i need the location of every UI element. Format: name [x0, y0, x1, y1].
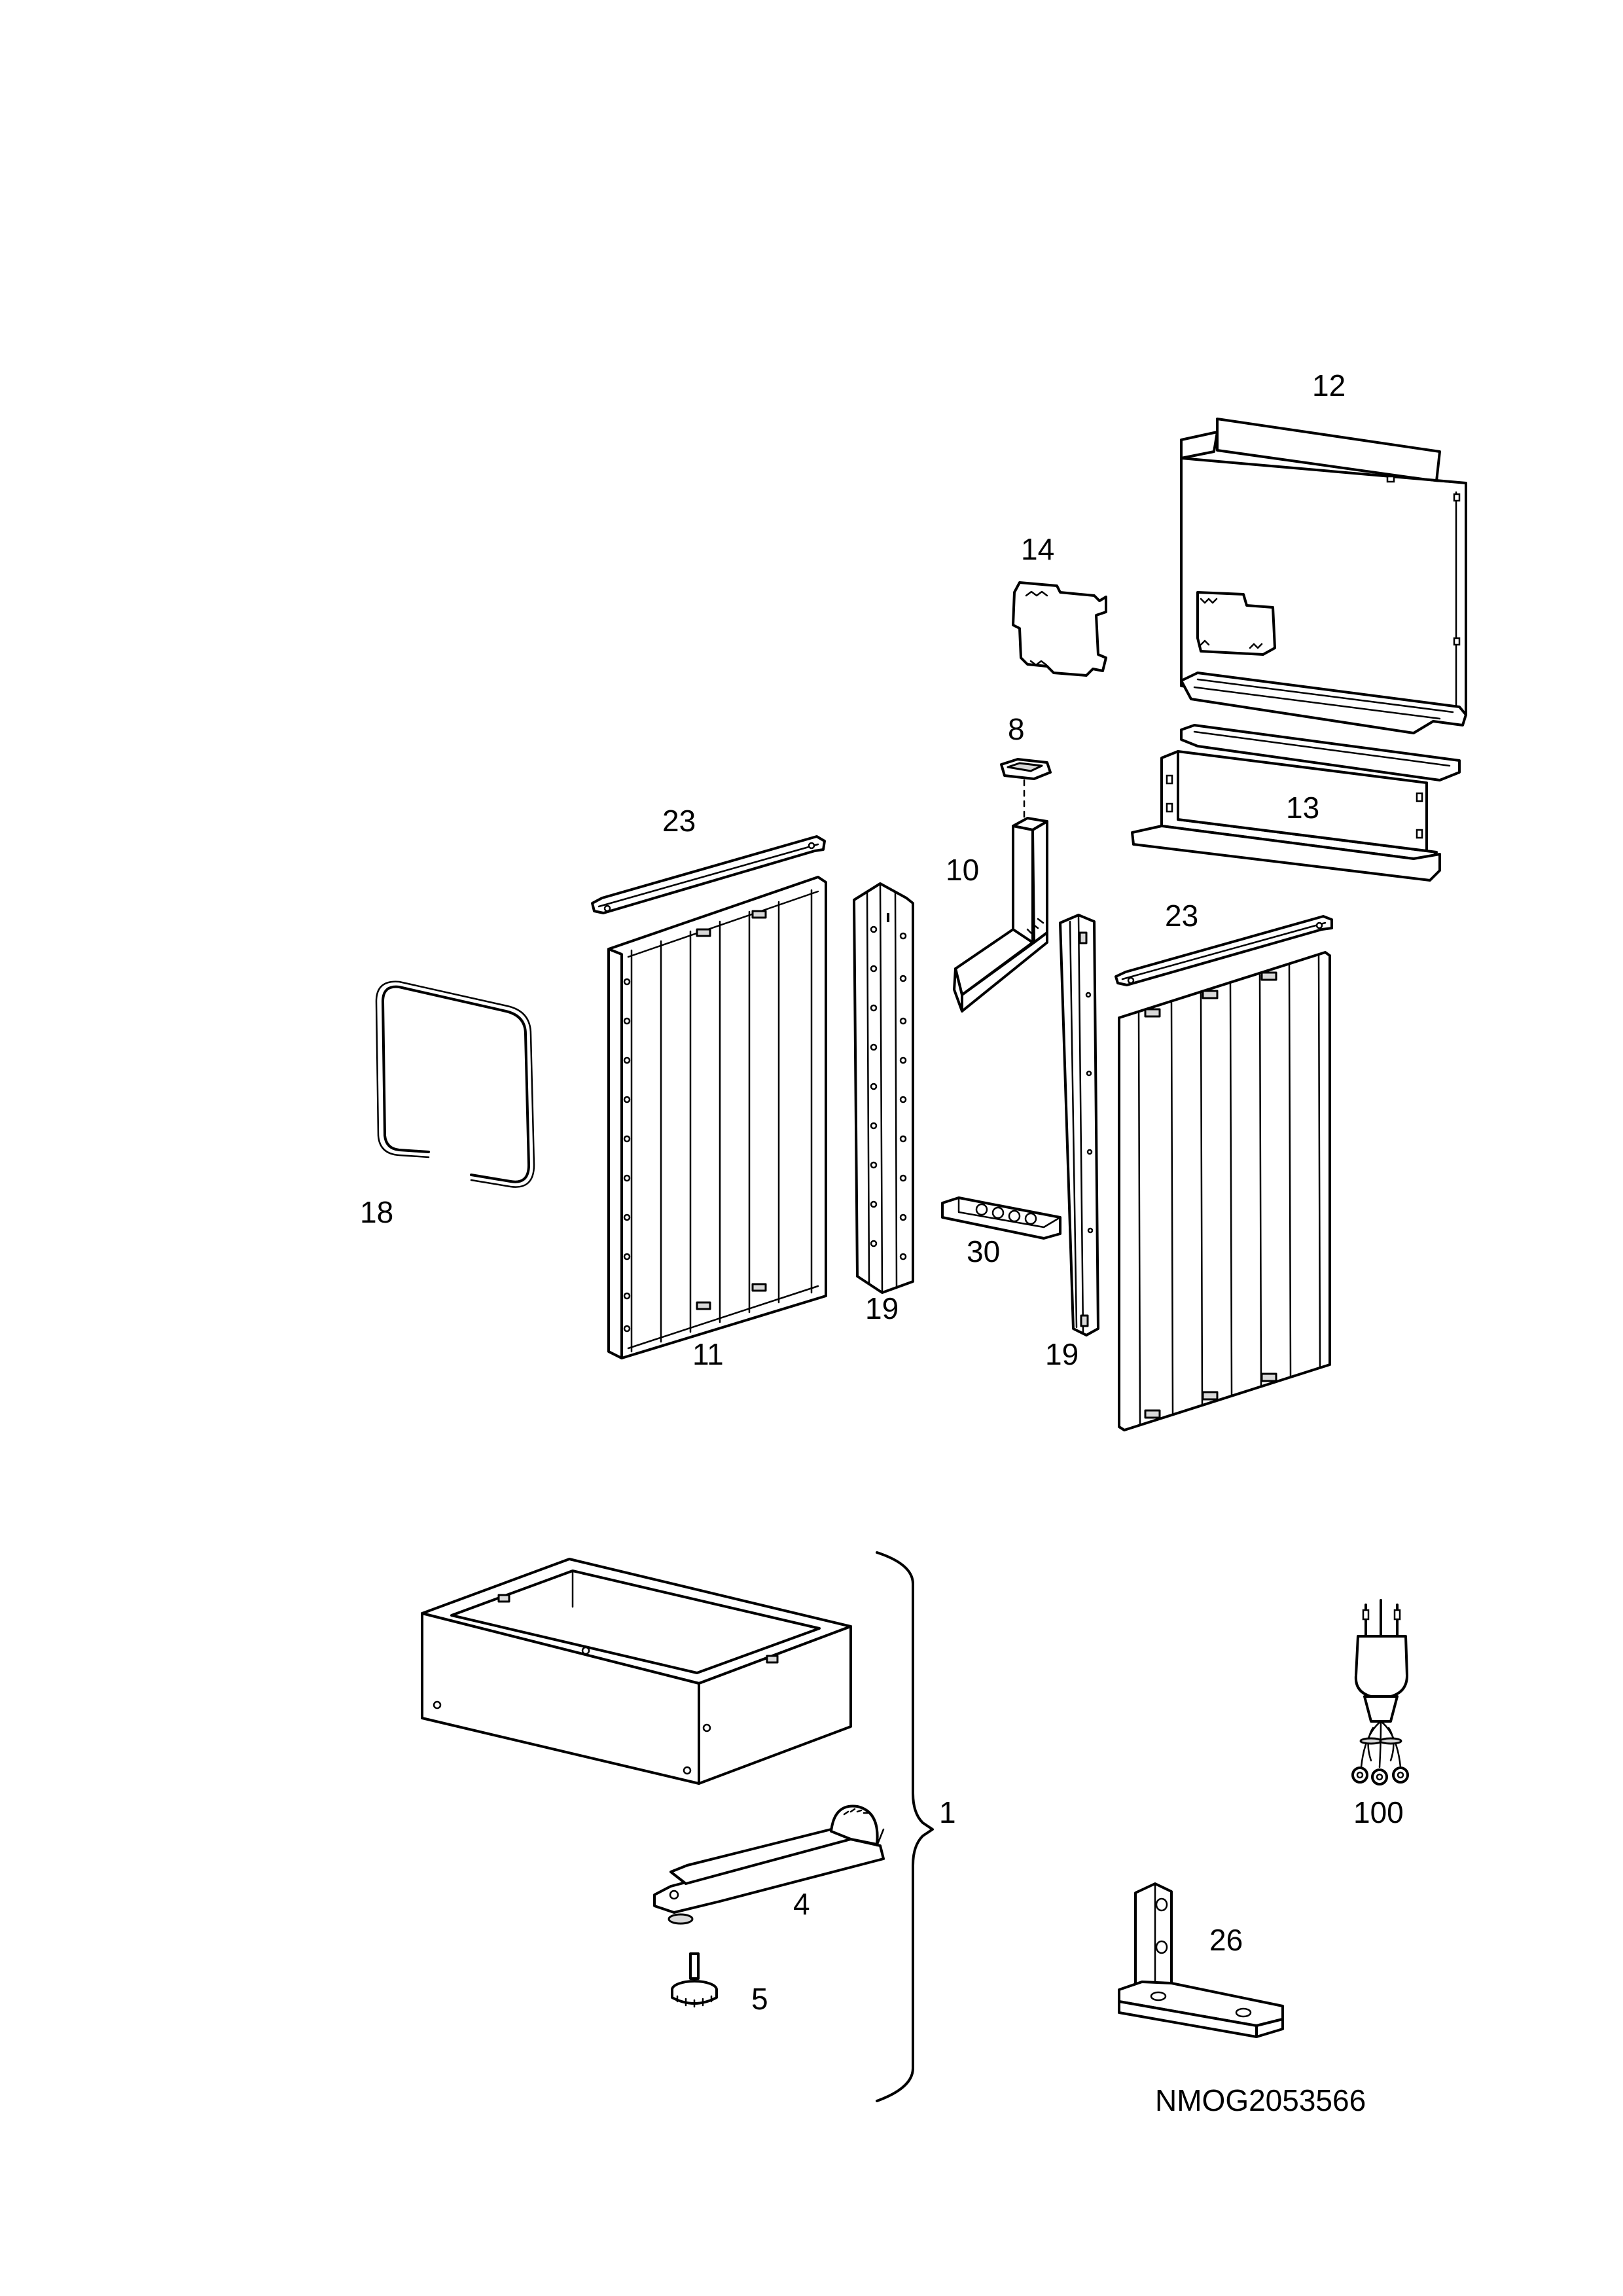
callout-labels: 12 14 8 13 10 23 23 18 11 19 19 30 1 4 5… — [360, 368, 1404, 2016]
part-4-foot-rail — [653, 1804, 885, 1925]
right-side-panel — [1118, 951, 1331, 1431]
part-100-power-plug — [1351, 1599, 1409, 1785]
callout-5: 5 — [751, 1982, 768, 2016]
callout-1: 1 — [939, 1795, 956, 1829]
part-8-cap — [1000, 758, 1052, 823]
drawing-code: NMOG2053566 — [1155, 2083, 1366, 2117]
callout-30: 30 — [967, 1234, 1000, 1268]
callout-13: 13 — [1286, 791, 1319, 825]
profile-holes-left — [870, 925, 907, 1261]
part-11-side-panel — [607, 876, 827, 1359]
part-5-leveling-foot — [671, 1952, 718, 2008]
part-26-angle-bracket — [1118, 1882, 1284, 2038]
callout-19-right: 19 — [1045, 1337, 1079, 1371]
callout-26: 26 — [1209, 1923, 1243, 1957]
callout-23-right: 23 — [1165, 899, 1198, 933]
part-30-terminal-strip — [941, 1196, 1061, 1240]
callout-23-left: 23 — [662, 804, 696, 838]
part-10-duct — [953, 817, 1048, 1013]
part-19-right-profile — [1059, 914, 1099, 1336]
callout-8: 8 — [1008, 712, 1025, 746]
part-12-rear-panel — [1180, 418, 1467, 734]
callout-4: 4 — [793, 1887, 810, 1921]
part-19-left-profile — [853, 882, 914, 1294]
callout-18: 18 — [360, 1195, 393, 1229]
callout-14: 14 — [1021, 532, 1054, 566]
callout-19-left: 19 — [865, 1291, 899, 1325]
part-14-cover-plate — [1012, 581, 1107, 677]
part-18-gasket — [375, 980, 535, 1188]
group-brace-1 — [876, 1551, 934, 2102]
callout-12: 12 — [1312, 368, 1346, 403]
part-13-channel — [1131, 724, 1461, 882]
callout-10: 10 — [946, 853, 979, 887]
side-panel-holes — [623, 978, 631, 1333]
base-frame — [421, 1558, 852, 1785]
callout-100: 100 — [1353, 1795, 1404, 1829]
part-23-right-rail — [1115, 915, 1333, 986]
part-23-left-rail — [591, 835, 826, 914]
callout-11: 11 — [692, 1337, 724, 1371]
